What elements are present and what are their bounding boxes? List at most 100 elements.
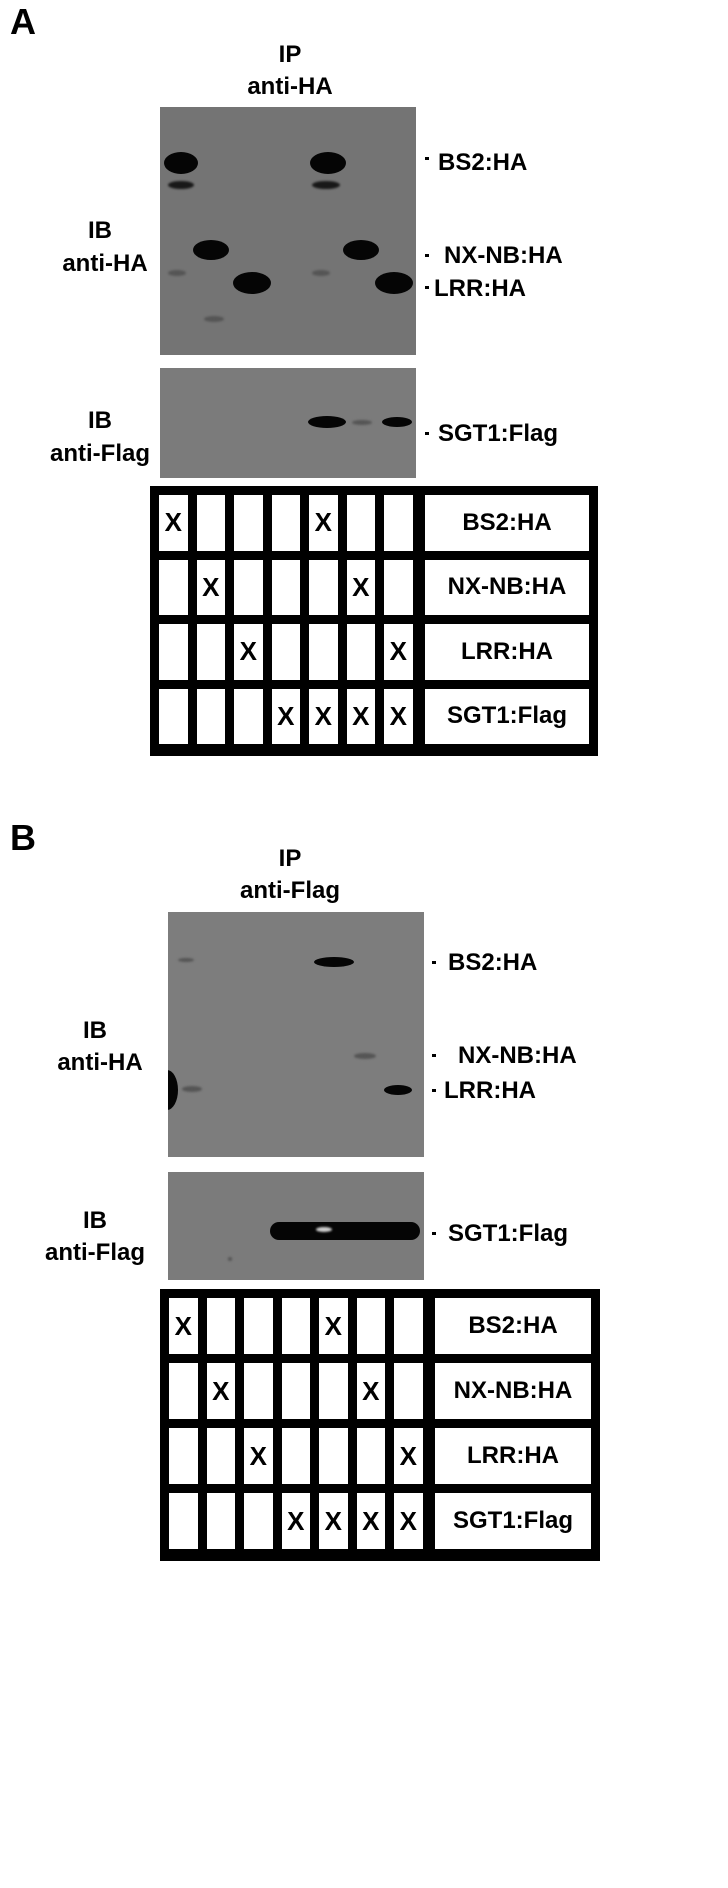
table-cell: X xyxy=(306,685,341,747)
panel-a-blot1-ib-antibody: anti-HA xyxy=(62,250,148,277)
band xyxy=(312,181,340,189)
table-cell xyxy=(193,492,228,554)
panel-a-marker-sgt1: SGT1:Flag xyxy=(438,420,559,447)
panel-b-blot2-ib-antibody: anti-Flag xyxy=(45,1239,145,1266)
panel-b-blot1-ib-antibody: anti-HA xyxy=(57,1049,143,1076)
panel-b-letter: B xyxy=(10,817,36,858)
panel-a-ip-antibody: anti-HA xyxy=(247,73,333,100)
table-cell: X xyxy=(391,1490,426,1552)
table-cell: X xyxy=(316,1295,351,1357)
table-row-label: NX-NB:HA xyxy=(432,1360,594,1422)
panel-b-blot2-ib-label: IB xyxy=(83,1207,107,1234)
panel-b-marker-nxnb: NX-NB:HA xyxy=(458,1042,577,1069)
table-cell: X xyxy=(353,1490,388,1552)
panel-b-ip-label: IP xyxy=(278,845,302,872)
panel-a-blot2-ib-label: IB xyxy=(88,407,112,434)
table-row-label: BS2:HA xyxy=(422,492,592,554)
panel-a-blot2-ib-antibody: anti-Flag xyxy=(50,440,150,467)
table-cell xyxy=(156,621,191,683)
band xyxy=(382,417,412,427)
panel-b-blot1-ib-label: IB xyxy=(83,1017,107,1044)
panel-a-blot-anti-ha xyxy=(160,107,416,355)
panel-b-marker-sgt1: SGT1:Flag xyxy=(448,1220,569,1247)
table-cell xyxy=(166,1490,201,1552)
table-row-label: LRR:HA xyxy=(432,1425,594,1487)
table-cell xyxy=(278,1425,313,1487)
panel-a-marker-nxnb: NX-NB:HA xyxy=(444,242,563,269)
marker-tick xyxy=(432,961,436,964)
table-cell: X xyxy=(343,685,378,747)
marker-tick xyxy=(425,432,429,435)
band xyxy=(270,1222,420,1240)
table-cell: X xyxy=(316,1490,351,1552)
band xyxy=(308,416,346,428)
band xyxy=(178,958,194,962)
table-cell xyxy=(278,1295,313,1357)
table-cell: X xyxy=(203,1360,238,1422)
band xyxy=(204,316,224,322)
table-cell xyxy=(268,556,303,618)
band xyxy=(312,270,330,276)
panel-b-blot-anti-ha xyxy=(168,912,424,1157)
marker-tick xyxy=(432,1232,436,1235)
table-cell: X xyxy=(381,621,416,683)
table-cell xyxy=(166,1360,201,1422)
band xyxy=(354,1053,376,1059)
table-cell xyxy=(316,1360,351,1422)
table-cell xyxy=(306,621,341,683)
table-cell xyxy=(156,556,191,618)
panel-a-blot-anti-flag xyxy=(160,368,416,478)
table-cell: X xyxy=(241,1425,276,1487)
table-row-label: NX-NB:HA xyxy=(422,556,592,618)
table-cell xyxy=(316,1425,351,1487)
table-cell xyxy=(231,556,266,618)
table-cell xyxy=(353,1295,388,1357)
table-cell xyxy=(203,1490,238,1552)
table-cell xyxy=(391,1360,426,1422)
table-cell xyxy=(193,685,228,747)
panel-b-blot-anti-flag xyxy=(168,1172,424,1280)
table-cell: X xyxy=(268,685,303,747)
table-cell xyxy=(381,556,416,618)
table-cell: X xyxy=(306,492,341,554)
table-cell xyxy=(241,1360,276,1422)
table-cell xyxy=(231,492,266,554)
table-cell xyxy=(241,1490,276,1552)
table-cell xyxy=(268,492,303,554)
table-cell xyxy=(203,1295,238,1357)
table-cell xyxy=(193,621,228,683)
marker-tick xyxy=(425,157,429,160)
table-cell xyxy=(343,621,378,683)
marker-tick xyxy=(432,1089,436,1092)
panel-a-letter: A xyxy=(10,1,36,42)
table-cell xyxy=(343,492,378,554)
panel-a-marker-bs2: BS2:HA xyxy=(438,149,528,176)
band xyxy=(233,272,271,294)
band xyxy=(182,1086,202,1092)
table-cell: X xyxy=(231,621,266,683)
band xyxy=(228,1257,232,1261)
band xyxy=(314,957,354,967)
table-row-label: LRR:HA xyxy=(422,621,592,683)
table-cell xyxy=(166,1425,201,1487)
table-row-label: SGT1:Flag xyxy=(422,685,592,747)
panel-b-marker-lrr: LRR:HA xyxy=(444,1077,536,1104)
band xyxy=(384,1085,412,1095)
table-cell xyxy=(241,1295,276,1357)
table-cell xyxy=(353,1425,388,1487)
table-cell: X xyxy=(391,1425,426,1487)
table-cell xyxy=(391,1295,426,1357)
table-cell xyxy=(381,492,416,554)
band xyxy=(168,181,194,189)
band xyxy=(316,1227,332,1232)
band xyxy=(310,152,346,174)
table-row-label: BS2:HA xyxy=(432,1295,594,1357)
marker-tick xyxy=(425,286,429,289)
band xyxy=(352,420,372,425)
table-cell: X xyxy=(193,556,228,618)
table-cell: X xyxy=(381,685,416,747)
table-cell: X xyxy=(353,1360,388,1422)
panel-a-marker-lrr: LRR:HA xyxy=(434,275,526,302)
band xyxy=(168,1070,178,1110)
table-cell xyxy=(203,1425,238,1487)
